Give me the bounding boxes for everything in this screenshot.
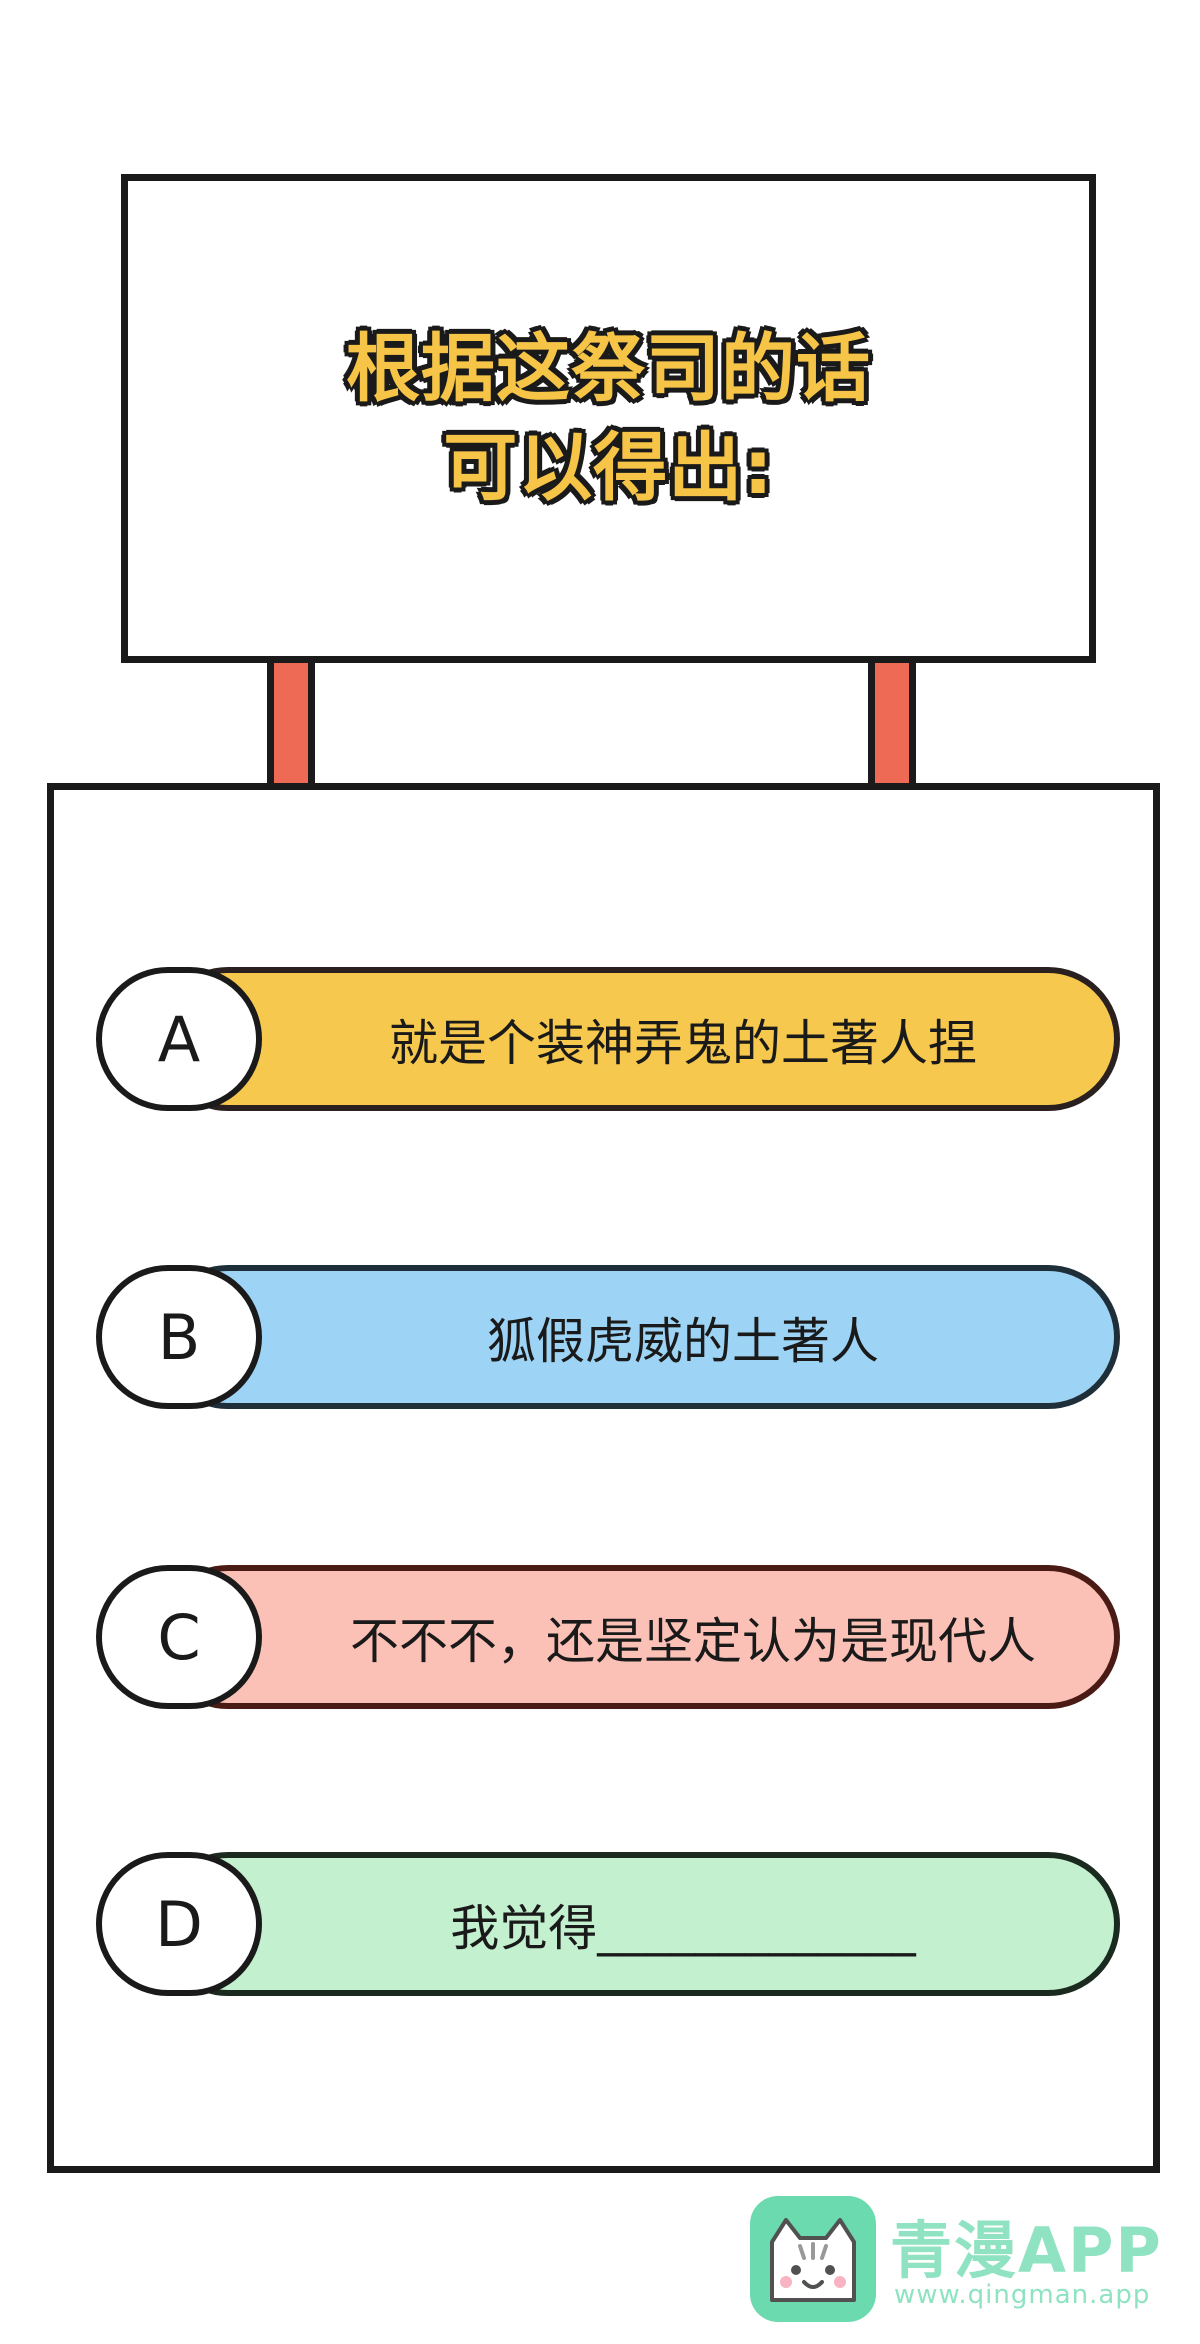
cat-logo-icon: [750, 2196, 876, 2322]
sign-post-left: [267, 663, 315, 790]
question-sign: 根据这祭司的话 可以得出:: [121, 174, 1096, 663]
option-b-pill[interactable]: 狐假虎威的土著人: [156, 1265, 1120, 1409]
question-title-line-1: 根据这祭司的话: [346, 326, 871, 413]
option-c-pill[interactable]: 不不不，还是坚定认为是现代人: [156, 1565, 1120, 1709]
option-d[interactable]: 我觉得_____________ D: [96, 1852, 1120, 1996]
option-b-text: 狐假虎威的土著人: [486, 1312, 879, 1370]
watermark-url: www.qingman.app: [894, 2280, 1151, 2310]
watermark: 青漫APP www.qingman.app: [748, 2194, 1168, 2324]
option-d-pill[interactable]: 我觉得_____________: [156, 1852, 1120, 1996]
option-a-letter: A: [96, 967, 262, 1111]
option-d-text: 我觉得_____________: [450, 1899, 916, 1957]
option-d-letter: D: [96, 1852, 262, 1996]
watermark-title: 青漫APP: [890, 2214, 1163, 2287]
option-a-pill[interactable]: 就是个装神弄鬼的土著人捏: [156, 967, 1120, 1111]
question-title-line-2: 可以得出:: [443, 424, 774, 511]
option-c-letter: C: [96, 1565, 262, 1709]
option-b[interactable]: 狐假虎威的土著人 B: [96, 1265, 1120, 1409]
option-a-text: 就是个装神弄鬼的土著人捏: [388, 1014, 977, 1072]
sign-post-right: [868, 663, 916, 790]
option-b-letter: B: [96, 1265, 262, 1409]
option-c-text: 不不不，还是坚定认为是现代人: [349, 1612, 1036, 1670]
option-a[interactable]: 就是个装神弄鬼的土著人捏 A: [96, 967, 1120, 1111]
option-c[interactable]: 不不不，还是坚定认为是现代人 C: [96, 1565, 1120, 1709]
